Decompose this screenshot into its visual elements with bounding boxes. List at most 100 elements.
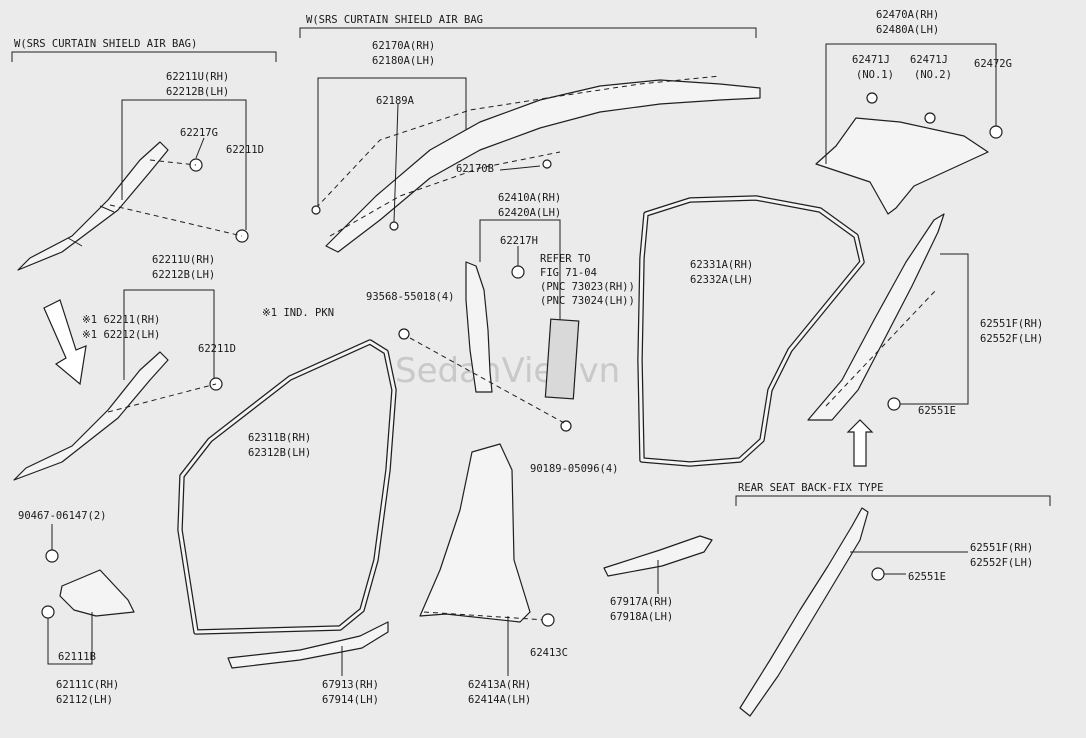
rear-weatherstrip-inner: [638, 196, 864, 466]
label-62217h: 62217H: [500, 235, 538, 247]
label-62212-lh: ※1 62212(LH): [82, 329, 160, 341]
label-no2: (NO.2): [914, 69, 952, 81]
airbag-dash-bottom: [329, 151, 561, 237]
label-67918a-lh: 67918A(LH): [610, 611, 673, 623]
rear-door-scuff-plate: [603, 535, 713, 577]
label-62551e: 62551E: [918, 405, 956, 417]
rear-seat-title: REAR SEAT BACK-FIX TYPE: [738, 482, 883, 494]
clip-62472g: [989, 125, 1003, 139]
label-62551f-rh-2: 62551F(RH): [970, 542, 1033, 554]
label-62111c-rh: 62111C(RH): [56, 679, 119, 691]
label-refer-to: REFER TO: [540, 253, 591, 265]
clip-62217h: [511, 265, 525, 279]
label-62480a-lh: 62480A(LH): [876, 24, 939, 36]
screw-93568: [398, 328, 410, 340]
label-pnc-73023: (PNC 73023(RH)): [540, 281, 635, 293]
center-pillar-garnish-upper: [465, 261, 493, 393]
label-62170b: 62170B: [456, 163, 494, 175]
rear-seat-bracket: [735, 495, 1051, 506]
rear-door-weatherstrip: [637, 195, 865, 467]
leader-airbag: [317, 77, 541, 223]
label-pnc-73024: (PNC 73024(LH)): [540, 295, 635, 307]
label-fig-71-04: FIG 71-04: [540, 267, 597, 279]
label-62111b: 62111B: [58, 651, 96, 663]
label-62312b-lh: 62312B(LH): [248, 447, 311, 459]
label-62112-lh: 62112(LH): [56, 694, 113, 706]
garnish-detail: [67, 205, 115, 247]
seat-belt-anchor: [544, 318, 580, 400]
center-pillar-garnish-lower: [419, 443, 531, 623]
leader-quarter-trim: [825, 43, 997, 164]
leader-upper-left: [121, 99, 247, 230]
clip-62111b: [41, 605, 55, 619]
label-no1: (NO.1): [856, 69, 894, 81]
clip-62170b: [542, 159, 552, 169]
label-62552f-lh-2: 62552F(LH): [970, 557, 1033, 569]
label-62420a-lh: 62420A(LH): [498, 207, 561, 219]
clip-62551e-upper: [887, 397, 901, 411]
label-62472g: 62472G: [974, 58, 1012, 70]
cowl-side-trim: [59, 569, 135, 617]
leader-lower-left: [123, 289, 215, 380]
label-62211u-rh-2: 62211U(RH): [152, 254, 215, 266]
label-62413c: 62413C: [530, 647, 568, 659]
front-door-scuff-plate: [227, 621, 389, 669]
clip-90189: [560, 420, 572, 432]
label-62410a-rh: 62410A(RH): [498, 192, 561, 204]
label-62552f-lh: 62552F(LH): [980, 333, 1043, 345]
clip-62413c: [541, 613, 555, 627]
lower-b-dash: [423, 611, 547, 621]
clip-62551e-lower: [871, 567, 885, 581]
label-62471j-1: 62471J: [852, 54, 890, 66]
label-62211d-2: 62211D: [198, 343, 236, 355]
srs-left-title: W(SRS CURTAIN SHIELD AIR BAG): [14, 38, 197, 50]
label-62217g: 62217G: [180, 127, 218, 139]
label-62413a-rh: 62413A(RH): [468, 679, 531, 691]
label-67917a-rh: 67917A(RH): [610, 596, 673, 608]
label-62180a-lh: 62180A(LH): [372, 55, 435, 67]
label-67914-lh: 67914(LH): [322, 694, 379, 706]
clip-90467: [45, 549, 59, 563]
part-labels: 62211U(RH) 62212B(LH) 62217G 62211D 6221…: [18, 9, 1043, 706]
label-62471j-2: 62471J: [910, 54, 948, 66]
up-arrow-icon: [846, 419, 874, 467]
label-62189a: 62189A: [376, 95, 415, 107]
front-pillar-garnish-lower: [13, 351, 169, 481]
label-90467-06147: 90467-06147(2): [18, 510, 107, 522]
dash-upper-1: [109, 204, 243, 237]
label-62331a-rh: 62331A(RH): [690, 259, 753, 271]
direction-arrow-icon: [43, 299, 87, 386]
ind-pkn-note: ※1 IND. PKN: [262, 307, 334, 319]
leader-roof-garnish: [900, 253, 969, 405]
label-62212b-lh: 62212B(LH): [166, 86, 229, 98]
label-90189-05096: 90189-05096(4): [530, 463, 619, 475]
srs-top-title: W(SRS CURTAIN SHIELD AIR BAG: [306, 14, 483, 26]
airbag-dash-top: [315, 75, 721, 209]
package-tray-trim: [815, 117, 989, 215]
dash-upper-2: [149, 159, 197, 166]
label-93568-55018: 93568-55018(4): [366, 291, 455, 303]
airbag-clip-left: [311, 205, 321, 215]
srs-left-bracket: [11, 51, 277, 62]
label-67913-rh: 67913(RH): [322, 679, 379, 691]
label-62414a-lh: 62414A(LH): [468, 694, 531, 706]
clip-62471j-no2: [924, 112, 936, 124]
b-pillar-dash: [409, 337, 567, 425]
label-62332a-lh: 62332A(LH): [690, 274, 753, 286]
dash-lower-1: [107, 383, 217, 413]
label-62211d: 62211D: [226, 144, 264, 156]
roof-side-garnish-fix-type: [739, 507, 869, 717]
label-62470a-rh: 62470A(RH): [876, 9, 939, 21]
front-weatherstrip-inner: [178, 340, 396, 634]
watermark: SedanViet.vn: [395, 351, 620, 391]
label-62170a-rh: 62170A(RH): [372, 40, 435, 52]
label-62551f-rh: 62551F(RH): [980, 318, 1043, 330]
label-62551e-2: 62551E: [908, 571, 946, 583]
label-62211u-rh: 62211U(RH): [166, 71, 229, 83]
label-62212b-lh-2: 62212B(LH): [152, 269, 215, 281]
clip-62471j-no1: [866, 92, 878, 104]
airbag-clip-mid: [389, 221, 399, 231]
leader-b-pillar: [479, 219, 561, 320]
